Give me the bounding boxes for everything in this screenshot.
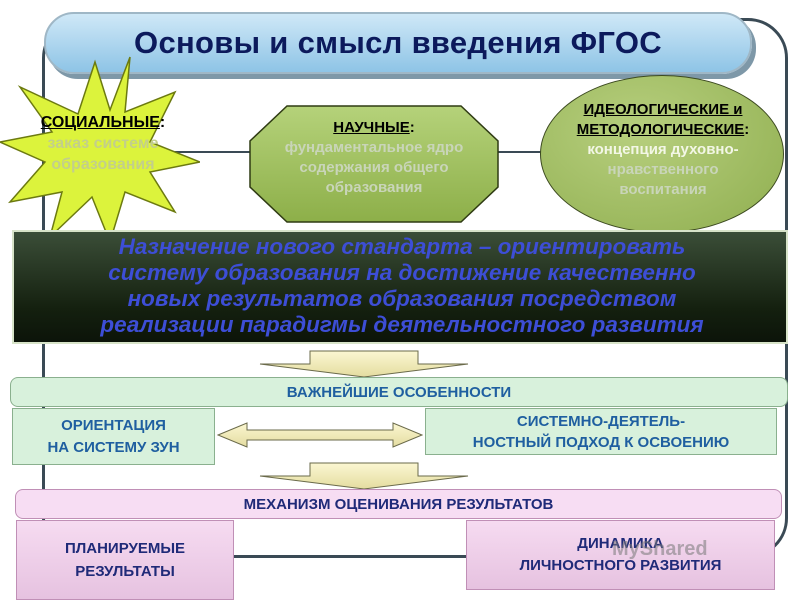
scientific-text-2: содержания общего <box>299 159 449 176</box>
scientific-label: НАУЧНЫЕ: фундаментальное ядро содержания… <box>284 119 464 196</box>
purpose-line-4: реализации парадигмы деятельностного раз… <box>100 312 704 337</box>
ideological-heading-1: ИДЕОЛОГИЧЕСКИЕ и <box>583 101 743 118</box>
social-heading: СОЦИАЛЬНЫЕ <box>40 114 160 131</box>
ideological-heading-2: МЕТОДОЛОГИЧЕСКИЕ <box>576 121 745 138</box>
features-bar-label: ВАЖНЕЙШИЕ ОСОБЕННОСТИ <box>286 383 512 401</box>
scientific-text-1: фундаментальное ядро <box>284 139 464 156</box>
dynamics-line-2: ЛИЧНОСТНОГО РАЗВИТИЯ <box>519 557 722 574</box>
planned-results-box: ПЛАНИРУЕМЫЕ РЕЗУЛЬТАТЫ <box>16 520 234 600</box>
purpose-band <box>12 230 788 344</box>
watermark: MyShared <box>612 538 708 560</box>
scientific-heading: НАУЧНЫЕ <box>333 119 410 136</box>
page-title: Основы и смысл введения ФГОС <box>134 25 662 60</box>
ideological-text-1: концепция духовно- <box>587 141 739 158</box>
purpose-text: Назначение нового стандарта – ориентиров… <box>24 234 780 338</box>
system-line-2: НОСТНЫЙ ПОДХОД К ОСВОЕНИЮ <box>472 433 730 451</box>
system-line-1: СИСТЕМНО-ДЕЯТЕЛЬ- <box>516 412 686 430</box>
dynamics-line-1: ДИНАМИКА <box>577 535 664 552</box>
planned-line-2: РЕЗУЛЬТАТЫ <box>75 563 175 580</box>
zun-line-2: НА СИСТЕМУ ЗУН <box>47 438 180 456</box>
social-text-2: образования <box>51 156 155 173</box>
purpose-line-2: систему образования на достижение качест… <box>108 260 696 285</box>
purpose-line-3: новых результатов образования посредство… <box>127 286 677 311</box>
planned-line-1: ПЛАНИРУЕМЫЕ <box>64 540 186 557</box>
down-arrow-icon <box>259 350 469 378</box>
features-bar: ВАЖНЕЙШИЕ ОСОБЕННОСТИ <box>10 377 788 407</box>
ideological-text-3: воспитания <box>619 181 707 198</box>
personal-dynamics-box: ДИНАМИКА ЛИЧНОСТНОГО РАЗВИТИЯ <box>466 520 775 590</box>
scientific-text-3: образования <box>325 179 423 196</box>
mechanism-bar-label: МЕХАНИЗМ ОЦЕНИВАНИЯ РЕЗУЛЬТАТОВ <box>243 495 554 513</box>
title-banner: Основы и смысл введения ФГОС <box>44 12 752 74</box>
double-arrow-icon <box>217 422 423 448</box>
zun-line-1: ОРИЕНТАЦИЯ <box>61 416 166 434</box>
zun-orientation-box: ОРИЕНТАЦИЯ НА СИСТЕМУ ЗУН <box>12 408 215 465</box>
system-activity-box: СИСТЕМНО-ДЕЯТЕЛЬ- НОСТНЫЙ ПОДХОД К ОСВОЕН… <box>425 408 777 455</box>
ideological-label: ИДЕОЛОГИЧЕСКИЕ и МЕТОДОЛОГИЧЕСКИЕ: конце… <box>576 101 750 198</box>
ideological-text-2: нравственного <box>607 161 719 178</box>
ideological-ellipse-shape <box>540 75 784 233</box>
mechanism-bar: МЕХАНИЗМ ОЦЕНИВАНИЯ РЕЗУЛЬТАТОВ <box>15 489 782 519</box>
scientific-octagon-shape <box>249 105 499 223</box>
down-arrow-icon <box>259 462 469 490</box>
social-text-1: заказ системе <box>47 135 159 152</box>
social-label: СОЦИАЛЬНЫЕ: заказ системе образования <box>40 114 166 173</box>
purpose-line-1: Назначение нового стандарта – ориентиров… <box>118 234 686 259</box>
